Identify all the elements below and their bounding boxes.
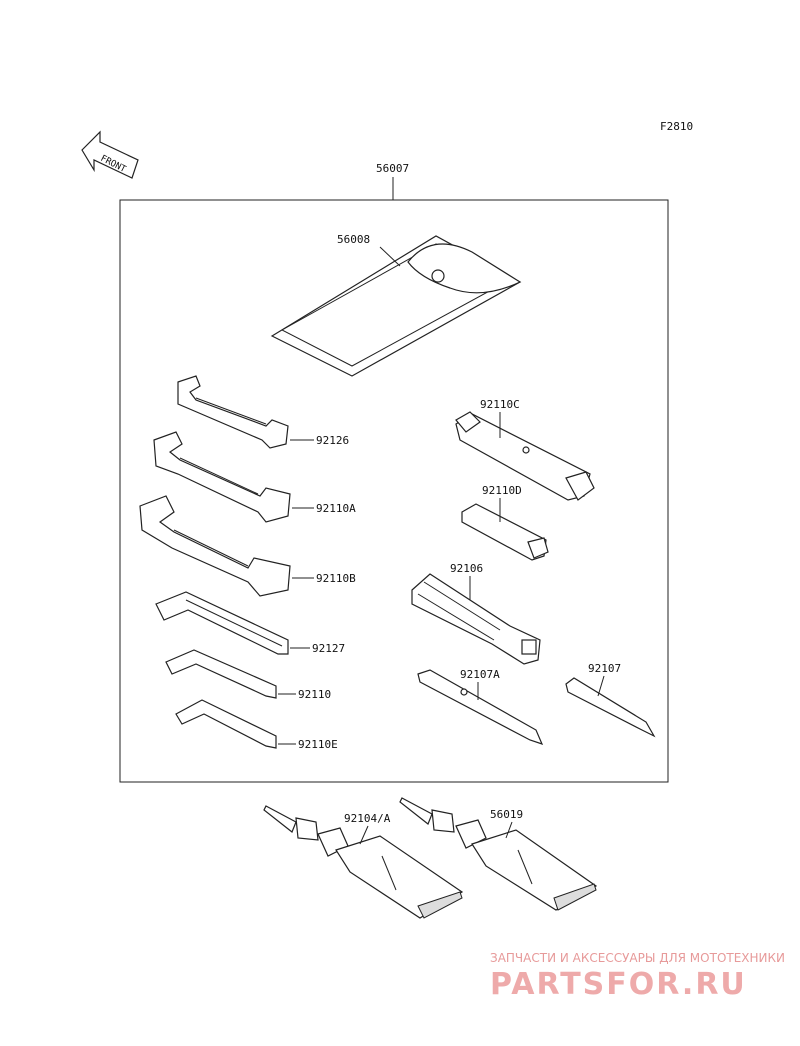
- hex-key-large: [155, 591, 289, 655]
- front-arrow-icon: FRONT: [81, 130, 139, 179]
- watermark-caption: ЗАПЧАСТИ И АКСЕССУАРЫ ДЛЯ МОТОТЕХНИКИ: [490, 951, 785, 965]
- grease-tube-a: [263, 805, 464, 919]
- open-end-wrench-large: [139, 495, 291, 597]
- driver-handle: [411, 573, 541, 665]
- label-hex-mid: 92110: [298, 688, 331, 701]
- label-case: 56008: [337, 233, 370, 246]
- box-wrench-c: [455, 411, 595, 501]
- label-box-wrench-c: 92110C: [480, 398, 520, 411]
- diagram-code: F2810: [660, 120, 693, 133]
- open-end-wrench-small: [177, 375, 289, 449]
- hex-key-small: [175, 699, 277, 749]
- label-screwdriver-a: 92107A: [460, 668, 500, 681]
- open-end-wrench-mid: [153, 431, 291, 523]
- label-wrench-large: 92110B: [316, 572, 356, 585]
- label-handle: 92106: [450, 562, 483, 575]
- label-hex-large: 92127: [312, 642, 345, 655]
- hex-key-mid: [165, 649, 277, 699]
- label-wrench-small: 92126: [316, 434, 349, 447]
- label-grease-a: 92104/A: [344, 812, 391, 825]
- tool-case: [270, 235, 522, 377]
- grease-tube-b: [399, 797, 598, 911]
- label-wrench-mid: 92110A: [316, 502, 356, 515]
- label-box-wrench-d: 92110D: [482, 484, 522, 497]
- screwdriver: [565, 677, 656, 738]
- label-screwdriver: 92107: [588, 662, 621, 675]
- label-hex-small: 92110E: [298, 738, 338, 751]
- screwdriver-bit-a: [417, 669, 544, 745]
- kit-label: 56007: [376, 162, 409, 175]
- label-grease-b: 56019: [490, 808, 523, 821]
- watermark-brand: PARTSFOR.RU: [490, 967, 747, 1002]
- kit-frame: [119, 199, 669, 783]
- box-wrench-d: [461, 503, 549, 561]
